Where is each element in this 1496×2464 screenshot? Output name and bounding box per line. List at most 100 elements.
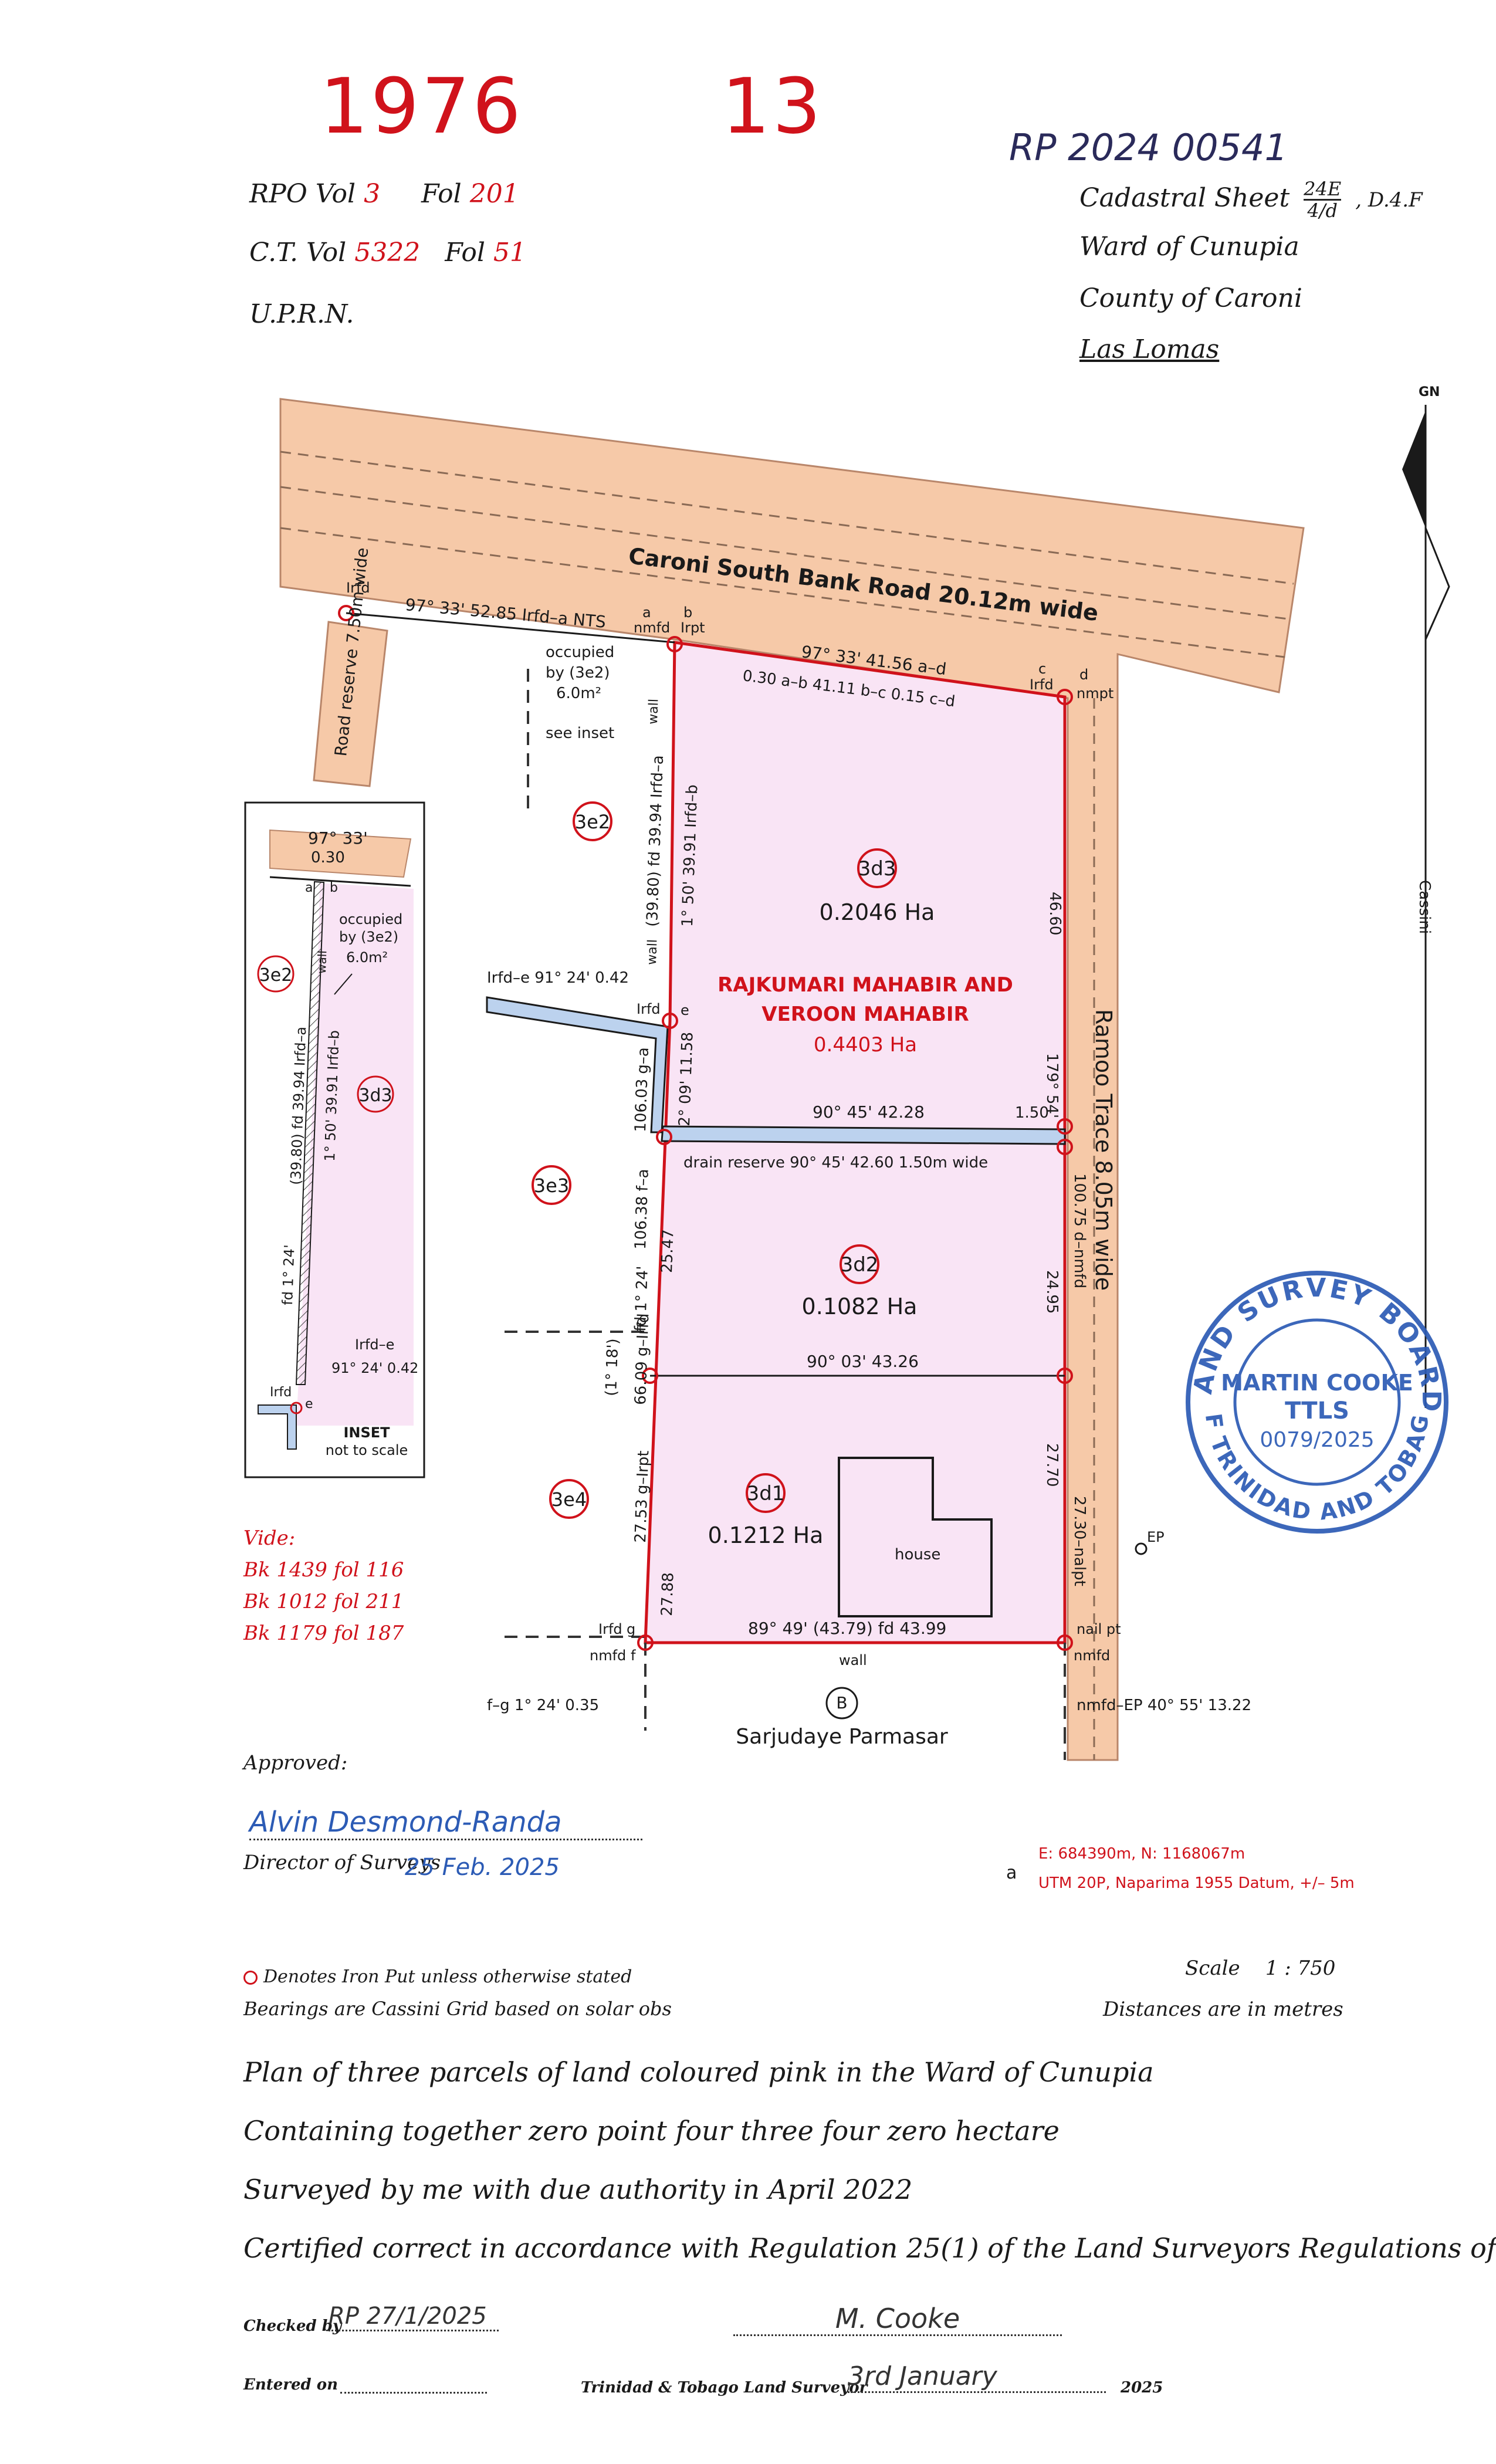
- occupied-line1: occupied: [546, 644, 614, 661]
- label-west-118: (1° 18'): [603, 1338, 622, 1396]
- label-nail-pt: nail pt: [1077, 1621, 1121, 1637]
- label-irfd-g: Irfd: [598, 1621, 622, 1637]
- north-arrow-outline: [1424, 527, 1450, 640]
- label-nmfd-ep: nmfd–EP 40° 55' 13.22: [1077, 1697, 1251, 1714]
- label-drain-width: 1.50: [1015, 1104, 1049, 1122]
- inset-parcel-label: 3d3: [358, 1085, 392, 1106]
- owners-line2: VEROON MAHABIR: [761, 1003, 969, 1026]
- label-nmpt: nmpt: [1077, 685, 1113, 702]
- cadastral-sheet: Cadastral Sheet 24E 4/d , D.4.F: [1079, 178, 1423, 222]
- parcel-3d1-area: 0.1212 Ha: [708, 1522, 824, 1548]
- approved-label: Approved:: [243, 1751, 348, 1775]
- label-irfd-top: Irfd: [346, 580, 370, 596]
- iron-put-symbol-icon: [243, 1971, 258, 1985]
- label-west-2547: 25.47: [658, 1229, 678, 1273]
- label-ge-dims: 2° 09' 11.58: [676, 1032, 697, 1127]
- label-east-4660: 46.60: [1046, 892, 1064, 935]
- inset-offset: 0.30: [311, 849, 345, 867]
- drain-reserve: [661, 1125, 1066, 1145]
- parcel-3d3-area: 0.2046 Ha: [820, 899, 935, 925]
- label-g: g: [627, 1621, 635, 1637]
- iron-put-east-mid: [1057, 1139, 1073, 1155]
- road-reserve: [313, 621, 388, 787]
- surveyor-label: Trinidad & Tobago Land Surveyor: [581, 2379, 868, 2397]
- neighbour-3e2-circle: [573, 801, 612, 841]
- inset-a: a: [305, 881, 313, 895]
- checked-value: RP 27/1/2025: [329, 2303, 499, 2331]
- distances-note: Distances are in metres: [1103, 1998, 1343, 2021]
- house-outline: [838, 1457, 993, 1617]
- coords-symbol: a: [1006, 1863, 1017, 1883]
- label-drain-top: 90° 45' 42.28: [813, 1102, 925, 1122]
- county-label: County of Caroni: [1079, 283, 1302, 313]
- occupied-line3: 6.0m²: [556, 685, 601, 702]
- plan-description-line3: Surveyed by me with due authority in Apr…: [243, 2174, 913, 2205]
- coords-line1: E: 684390m, N: 1168067m: [1038, 1845, 1245, 1863]
- iron-put-drain-east: [1057, 1118, 1073, 1135]
- plan-description-line1: Plan of three parcels of land coloured p…: [243, 2056, 1154, 2088]
- approval-date: 25 Feb. 2025: [405, 1854, 560, 1881]
- vide-title: Vide:: [243, 1527, 296, 1550]
- label-ep: EP: [1147, 1529, 1165, 1545]
- bearings-note: Bearings are Cassini Grid based on solar…: [243, 1998, 672, 2020]
- label-bottom-bearing: 89° 49' (43.79) fd 43.99: [748, 1619, 946, 1638]
- label-west-2788: 27.88: [658, 1572, 678, 1616]
- caroni-road: [279, 398, 1305, 1761]
- iron-put-drain-west: [656, 1129, 672, 1145]
- label-fe-dims: 106.38 f–a: [632, 1169, 652, 1250]
- label-d: d: [1079, 666, 1088, 683]
- iron-put-c: [1057, 689, 1073, 705]
- north-arrow-filled: [1402, 411, 1426, 528]
- inset-e: e: [305, 1397, 313, 1412]
- parcel-3d2-area: 0.1082 Ha: [802, 1294, 918, 1319]
- label-f: f: [631, 1647, 636, 1664]
- neighbour-3e3-label: 3e3: [534, 1175, 569, 1197]
- ep-point: [1135, 1542, 1148, 1555]
- inset-occupied3: 6.0m²: [346, 949, 388, 966]
- label-irfd-e: Irfd–e 91° 24' 0.42: [487, 969, 629, 987]
- checked-label: Checked by: [243, 2317, 342, 2335]
- inset-hatch: [295, 881, 325, 1385]
- label-east-dims: 100.75 d–nmfd: [1071, 1173, 1088, 1288]
- label-west-fd: fd 1° 24': [632, 1265, 652, 1332]
- surveyor-year: 2025: [1121, 2379, 1163, 2397]
- uprn-label: U.P.R.N.: [249, 299, 354, 329]
- b-circle-label: B: [836, 1693, 847, 1712]
- inset-wall: wall: [314, 950, 329, 974]
- iron-put-note: Denotes Iron Put unless otherwise stated: [243, 1967, 632, 1987]
- ward-label: Ward of Cunupia: [1079, 232, 1299, 262]
- label-west-6609: 66.09 g–Irfd: [632, 1313, 652, 1405]
- label-irfd-e-point: Irfd: [637, 1001, 661, 1017]
- label-west-dims: (39.80) fd 39.94 Irfd–a: [644, 755, 667, 927]
- label-mid-line: 90° 03' 43.26: [807, 1352, 919, 1371]
- vide-block: Vide: Bk 1439 fol 116 Bk 1012 fol 211 Bk…: [243, 1522, 404, 1649]
- inset-drain: [258, 1404, 297, 1450]
- label-irpt: Irpt: [681, 620, 705, 636]
- label-irfd-c: Irfd: [1030, 676, 1054, 693]
- iron-put-east-low: [1057, 1368, 1073, 1384]
- label-nmfd-d: nmfd: [1074, 1647, 1110, 1664]
- label-a: a: [642, 604, 651, 621]
- label-wall-top: wall: [646, 699, 662, 725]
- iron-put-west-mid: [642, 1368, 658, 1384]
- plan-number: 13: [722, 62, 824, 151]
- ct-line: C.T. Vol 5322 Fol 51: [249, 238, 526, 268]
- label-east-2770: 27.70: [1043, 1443, 1061, 1487]
- owners-area: 0.4403 Ha: [814, 1033, 917, 1057]
- label-east-2495: 24.95: [1043, 1270, 1061, 1314]
- inset-irfd-e: Irfd–e: [355, 1336, 394, 1353]
- label-west-2753: 27.53 g–Irpt: [632, 1450, 652, 1543]
- scale-note: Scale 1 : 750: [1185, 1957, 1336, 1980]
- inset-irfd-e2: 91° 24' 0.42: [331, 1360, 418, 1376]
- iron-put-b: [666, 636, 683, 652]
- inset-neighbour-circle: [257, 955, 295, 993]
- ramoo-trace-label: Ramoo Trace 8.05m wide: [1091, 1009, 1116, 1291]
- director-signature: Alvin Desmond-Randa: [249, 1806, 642, 1840]
- b-circle: [825, 1687, 858, 1720]
- inset-road: [269, 829, 412, 878]
- entered-label: Entered on: [243, 2376, 338, 2394]
- surveyor-date: 3rd January: [848, 2361, 1106, 2393]
- occupied-line2: by (3e2): [546, 664, 610, 682]
